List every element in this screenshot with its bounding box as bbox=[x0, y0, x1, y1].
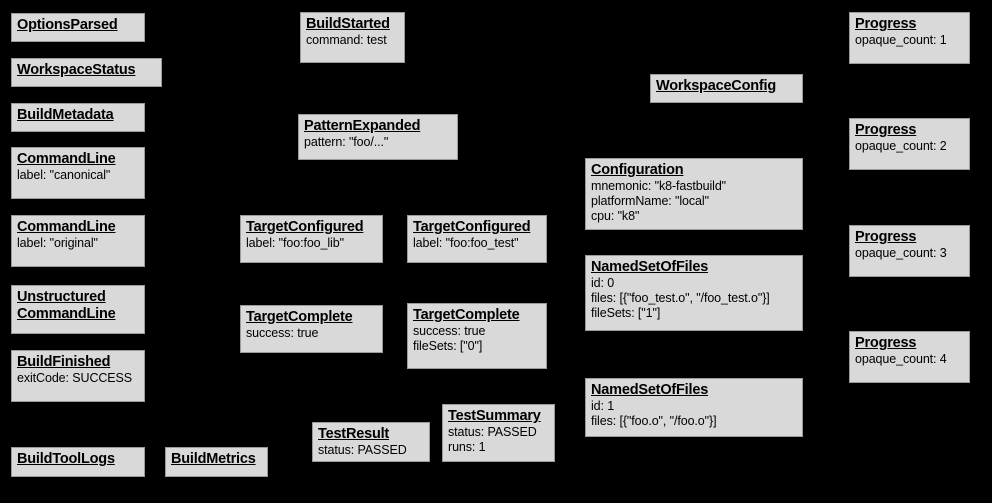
node-field: opaque_count: 1 bbox=[855, 33, 947, 47]
node-title: BuildMetadata bbox=[17, 107, 114, 123]
node-field: command: test bbox=[306, 33, 387, 47]
node-field: files: [{"foo_test.o", "/foo_test.o"}] bbox=[591, 291, 770, 305]
node-title: CommandLine bbox=[17, 219, 116, 235]
node-field: status: PASSED bbox=[318, 443, 407, 457]
node-fields: success: true bbox=[246, 326, 377, 341]
node-title: Progress bbox=[855, 229, 917, 245]
node-title: OptionsParsed bbox=[17, 17, 118, 33]
node-field: label: "canonical" bbox=[17, 168, 111, 182]
node-field: runs: 1 bbox=[448, 440, 486, 454]
node-field: fileSets: ["0"] bbox=[413, 339, 483, 353]
node-fields: label: "canonical" bbox=[17, 168, 139, 183]
node-title: TestResult bbox=[318, 426, 390, 442]
node-title: WorkspaceStatus bbox=[17, 62, 136, 78]
node-field: success: true bbox=[413, 324, 486, 338]
node-fields: command: test bbox=[306, 33, 399, 48]
node-title: NamedSetOfFiles bbox=[591, 259, 709, 275]
node-fields: mnemonic: "k8-fastbuild"platformName: "l… bbox=[591, 179, 797, 224]
node-title: Configuration bbox=[591, 162, 684, 178]
node-title: TargetComplete bbox=[246, 309, 353, 325]
node-title: WorkspaceConfig bbox=[656, 78, 777, 94]
node-field: id: 0 bbox=[591, 276, 615, 290]
node-workspace-status[interactable]: WorkspaceStatus bbox=[11, 58, 162, 87]
node-field: opaque_count: 2 bbox=[855, 139, 947, 153]
node-field: status: PASSED bbox=[448, 425, 537, 439]
node-field: fileSets: ["1"] bbox=[591, 306, 661, 320]
node-title: BuildStarted bbox=[306, 16, 390, 32]
node-title: BuildMetrics bbox=[171, 451, 256, 467]
node-field: exitCode: SUCCESS bbox=[17, 371, 133, 385]
node-fields: label: "foo:foo_lib" bbox=[246, 236, 377, 251]
node-title: TargetConfigured bbox=[246, 219, 364, 235]
node-title: TestSummary bbox=[448, 408, 541, 424]
node-field: mnemonic: "k8-fastbuild" bbox=[591, 179, 727, 193]
node-build-metadata[interactable]: BuildMetadata bbox=[11, 103, 145, 132]
node-title: Unstructured CommandLine bbox=[17, 289, 116, 322]
node-field: opaque_count: 4 bbox=[855, 352, 947, 366]
node-title: TargetConfigured bbox=[413, 219, 531, 235]
node-fields: opaque_count: 2 bbox=[855, 139, 964, 154]
node-field: label: "original" bbox=[17, 236, 98, 250]
node-field: files: [{"foo.o", "/foo.o"}] bbox=[591, 414, 717, 428]
node-field: id: 1 bbox=[591, 399, 615, 413]
node-title: Progress bbox=[855, 335, 917, 351]
node-options-parsed[interactable]: OptionsParsed bbox=[11, 13, 145, 42]
node-field: label: "foo:foo_lib" bbox=[246, 236, 344, 250]
node-field: pattern: "foo/..." bbox=[304, 135, 389, 149]
node-fields: label: "original" bbox=[17, 236, 139, 251]
node-title: CommandLine bbox=[17, 151, 116, 167]
node-fields: label: "foo:foo_test" bbox=[413, 236, 541, 251]
node-title: PatternExpanded bbox=[304, 118, 421, 134]
node-field: opaque_count: 3 bbox=[855, 246, 947, 260]
node-title: BuildToolLogs bbox=[17, 451, 115, 467]
node-field: platformName: "local" bbox=[591, 194, 709, 208]
node-title: BuildFinished bbox=[17, 354, 111, 370]
node-field: success: true bbox=[246, 326, 319, 340]
node-workspace-config[interactable]: WorkspaceConfig bbox=[650, 74, 803, 103]
node-fields: status: PASSED bbox=[318, 443, 424, 458]
node-title: Progress bbox=[855, 16, 917, 32]
node-fields: opaque_count: 3 bbox=[855, 246, 964, 261]
node-field: label: "foo:foo_test" bbox=[413, 236, 519, 250]
node-title: NamedSetOfFiles bbox=[591, 382, 709, 398]
node-fields: pattern: "foo/..." bbox=[304, 135, 452, 150]
node-title: TargetComplete bbox=[413, 307, 520, 323]
node-unstructured-command-line[interactable]: Unstructured CommandLine bbox=[11, 285, 145, 334]
node-field: cpu: "k8" bbox=[591, 209, 640, 223]
node-fields: opaque_count: 1 bbox=[855, 33, 964, 48]
node-build-tool-logs[interactable]: BuildToolLogs bbox=[11, 447, 145, 477]
node-build-metrics[interactable]: BuildMetrics bbox=[165, 447, 268, 477]
node-title: Progress bbox=[855, 122, 917, 138]
node-fields: exitCode: SUCCESS bbox=[17, 371, 139, 386]
node-fields: opaque_count: 4 bbox=[855, 352, 964, 367]
